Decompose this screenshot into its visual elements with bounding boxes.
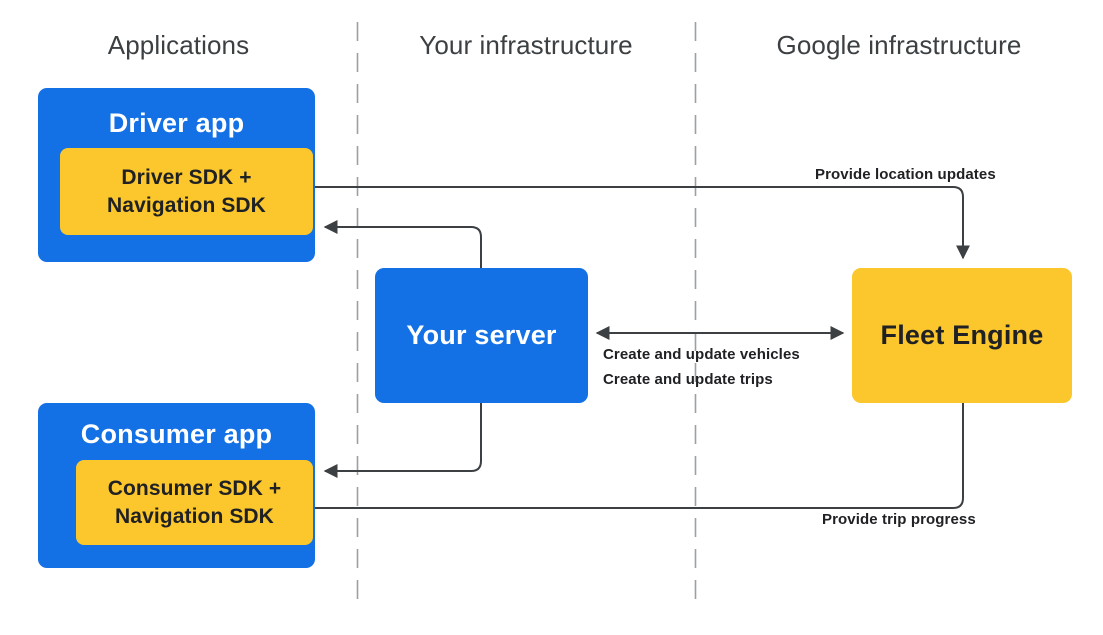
node-consumer-sdk-line2: Navigation SDK [115,504,274,528]
edge-label-trip-progress: Provide trip progress [822,511,976,528]
edge-label-location-updates: Provide location updates [815,166,996,183]
node-driver-app[interactable]: Driver app Driver SDK + Navigation SDK [38,88,315,262]
node-consumer-sdk-line1: Consumer SDK + [107,476,282,500]
node-your-server-label: Your server [406,320,557,350]
edge-trip-progress [299,403,964,515]
edge-location-updates [291,186,970,260]
node-driver-sdk-line2: Navigation SDK [107,193,266,217]
node-driver-app-label: Driver app [108,108,245,138]
edge-server-to-driver-app [323,220,482,268]
node-your-server[interactable]: Your server [375,268,588,403]
edge-label-create-vehicles: Create and update vehicles [603,346,800,363]
node-driver-sdk-line1: Driver SDK + [121,165,252,189]
node-consumer-app[interactable]: Consumer app Consumer SDK + Navigation S… [38,403,315,568]
node-fleet-engine-label: Fleet Engine [880,320,1044,350]
edge-label-create-trips: Create and update trips [603,371,773,388]
node-driver-sdk[interactable]: Driver SDK + Navigation SDK [60,148,313,235]
node-consumer-app-label: Consumer app [80,419,273,449]
column-header-your-infrastructure: Your infrastructure [419,30,633,60]
node-fleet-engine[interactable]: Fleet Engine [852,268,1072,403]
column-header-applications: Applications [107,30,250,60]
node-consumer-sdk[interactable]: Consumer SDK + Navigation SDK [76,460,313,545]
column-header-google-infrastructure: Google infrastructure [776,30,1022,60]
edge-server-to-consumer-app [323,403,482,478]
